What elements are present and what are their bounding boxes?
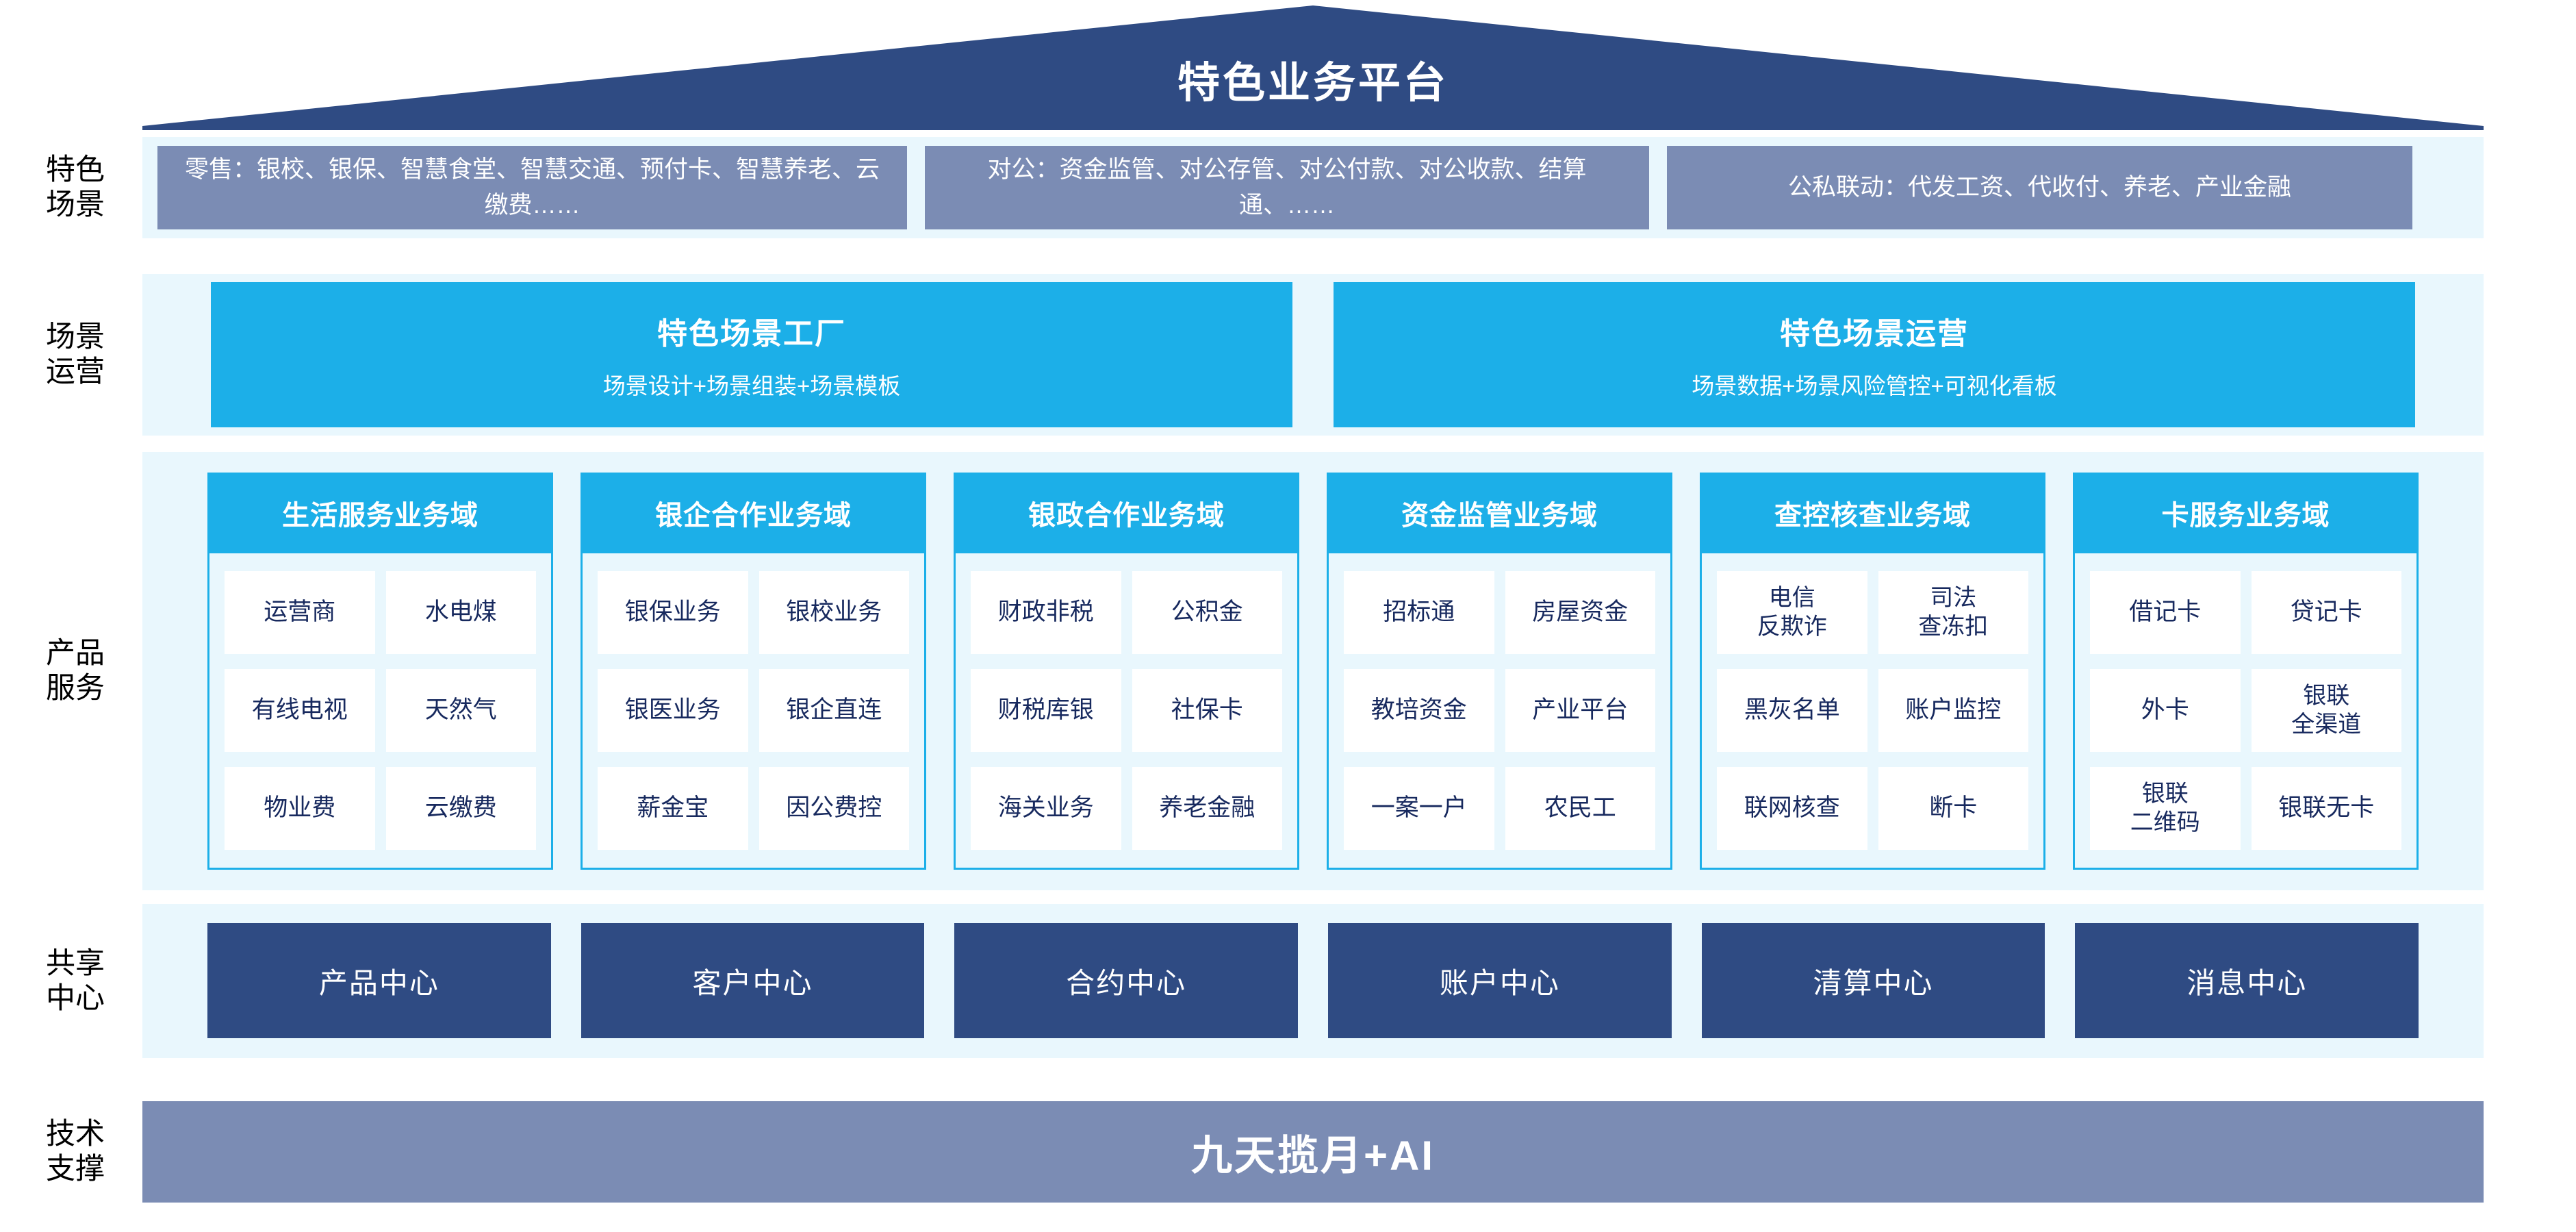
business-domain-fund-supervision[interactable]: 资金监管业务域 招标通 房屋资金 教培资金 产业平台 一案一户 农民工 [1327,473,1672,870]
row-label-tech-support: 技术支撑 [46,1118,105,1185]
domain-item[interactable]: 薪金宝 [598,767,748,850]
domain-item[interactable]: 社保卡 [1132,669,1282,752]
domain-item[interactable]: 司法查冻扣 [1878,571,2028,654]
domain-item[interactable]: 银保业务 [598,571,748,654]
operation-subtitle: 场景数据+场景风险管控+可视化看板 [1692,373,2057,399]
domain-item[interactable]: 银联全渠道 [2251,669,2401,752]
domain-item[interactable]: 账户监控 [1878,669,2028,752]
domain-item[interactable]: 一案一户 [1344,767,1494,850]
domain-item[interactable]: 贷记卡 [2251,571,2401,654]
domain-item[interactable]: 养老金融 [1132,767,1282,850]
business-domain-bank-enterprise[interactable]: 银企合作业务域 银保业务 银校业务 银医业务 银企直连 薪金宝 因公费控 [581,473,926,870]
domain-item[interactable]: 电信反欺诈 [1717,571,1867,654]
domain-item[interactable]: 教培资金 [1344,669,1494,752]
business-domain-investigation-control[interactable]: 查控核查业务域 电信反欺诈 司法查冻扣 黑灰名单 账户监控 联网核查 断卡 [1700,473,2045,870]
scenario-box-retail[interactable]: 零售：银校、银保、智慧食堂、智慧交通、预付卡、智慧养老、云缴费…… [157,146,907,229]
operation-title: 特色场景工厂 [657,317,846,351]
domain-title: 银政合作业务域 [956,473,1297,553]
domain-item[interactable]: 物业费 [225,767,375,850]
domain-item[interactable]: 运营商 [225,571,375,654]
domain-item-grid: 运营商 水电煤 有线电视 天然气 物业费 云缴费 [209,553,551,868]
scenario-box-corporate[interactable]: 对公：资金监管、对公存管、对公付款、对公收款、结算通、…… [925,146,1649,229]
domain-item-grid: 银保业务 银校业务 银医业务 银企直连 薪金宝 因公费控 [583,553,924,868]
domain-item-grid: 财政非税 公积金 财税库银 社保卡 海关业务 养老金融 [956,553,1297,868]
product-service-row: 生活服务业务域 运营商 水电煤 有线电视 天然气 物业费 云缴费 银企合作业务域… [142,473,2484,870]
domain-title: 查控核查业务域 [1702,473,2043,553]
operation-box-scenario-factory[interactable]: 特色场景工厂 场景设计+场景组装+场景模板 [211,282,1292,427]
shared-center-row: 产品中心 客户中心 合约中心 账户中心 清算中心 消息中心 [142,923,2484,1038]
scenario-box-linkage[interactable]: 公私联动：代发工资、代收付、养老、产业金融 [1667,146,2412,229]
domain-item[interactable]: 黑灰名单 [1717,669,1867,752]
domain-item[interactable]: 海关业务 [971,767,1121,850]
domain-item[interactable]: 农民工 [1505,767,1655,850]
row-label-product: 产品服务 [46,637,105,705]
domain-item[interactable]: 房屋资金 [1505,571,1655,654]
shared-center-contract[interactable]: 合约中心 [954,923,1299,1038]
business-domain-life-service[interactable]: 生活服务业务域 运营商 水电煤 有线电视 天然气 物业费 云缴费 [207,473,553,870]
domain-item[interactable]: 云缴费 [385,767,536,850]
domain-title: 生活服务业务域 [209,473,551,553]
domain-item[interactable]: 断卡 [1878,767,2028,850]
domain-item[interactable]: 招标通 [1344,571,1494,654]
platform-roof: 特色业务平台 [142,5,2484,130]
domain-item[interactable]: 公积金 [1132,571,1282,654]
domain-item[interactable]: 银医业务 [598,669,748,752]
domain-item[interactable]: 财税库银 [971,669,1121,752]
operation-row: 特色场景工厂 场景设计+场景组装+场景模板 特色场景运营 场景数据+场景风险管控… [142,282,2484,427]
row-label-operation: 场景运营 [46,320,105,388]
domain-item[interactable]: 银校业务 [758,571,909,654]
roof-triangle-shape [142,5,2484,130]
domain-item[interactable]: 借记卡 [2090,571,2241,654]
domain-item-grid: 招标通 房屋资金 教培资金 产业平台 一案一户 农民工 [1329,553,1670,868]
scenario-row: 零售：银校、银保、智慧食堂、智慧交通、预付卡、智慧养老、云缴费…… 对公：资金监… [142,141,2484,234]
domain-item[interactable]: 外卡 [2090,669,2241,752]
row-label-shared-center: 共享中心 [46,946,105,1015]
domain-item[interactable]: 财政非税 [971,571,1121,654]
domain-item[interactable]: 产业平台 [1505,669,1655,752]
operation-box-scenario-operation[interactable]: 特色场景运营 场景数据+场景风险管控+可视化看板 [1334,282,2415,427]
domain-item[interactable]: 有线电视 [225,669,375,752]
shared-center-customer[interactable]: 客户中心 [581,923,925,1038]
shared-center-product[interactable]: 产品中心 [207,923,551,1038]
shared-center-message[interactable]: 消息中心 [2075,923,2419,1038]
shared-center-account[interactable]: 账户中心 [1328,923,1672,1038]
domain-item[interactable]: 银联二维码 [2090,767,2241,850]
tech-support-bar[interactable]: 九天揽月+AI [142,1101,2484,1203]
domain-item-grid: 借记卡 贷记卡 外卡 银联全渠道 银联二维码 银联无卡 [2075,553,2416,868]
domain-item[interactable]: 因公费控 [758,767,909,850]
domain-title: 资金监管业务域 [1329,473,1670,553]
domain-item-grid: 电信反欺诈 司法查冻扣 黑灰名单 账户监控 联网核查 断卡 [1702,553,2043,868]
domain-title: 银企合作业务域 [583,473,924,553]
business-domain-card-service[interactable]: 卡服务业务域 借记卡 贷记卡 外卡 银联全渠道 银联二维码 银联无卡 [2073,473,2419,870]
operation-title: 特色场景运营 [1780,317,1969,351]
business-domain-bank-government[interactable]: 银政合作业务域 财政非税 公积金 财税库银 社保卡 海关业务 养老金融 [954,473,1299,870]
domain-title: 卡服务业务域 [2075,473,2416,553]
domain-item[interactable]: 水电煤 [385,571,536,654]
row-label-scenario: 特色场景 [46,153,105,221]
operation-subtitle: 场景设计+场景组装+场景模板 [602,373,901,399]
domain-item[interactable]: 联网核查 [1717,767,1867,850]
domain-item[interactable]: 天然气 [385,669,536,752]
domain-item[interactable]: 银联无卡 [2251,767,2401,850]
shared-center-settlement[interactable]: 清算中心 [1701,923,2045,1038]
domain-item[interactable]: 银企直连 [758,669,909,752]
